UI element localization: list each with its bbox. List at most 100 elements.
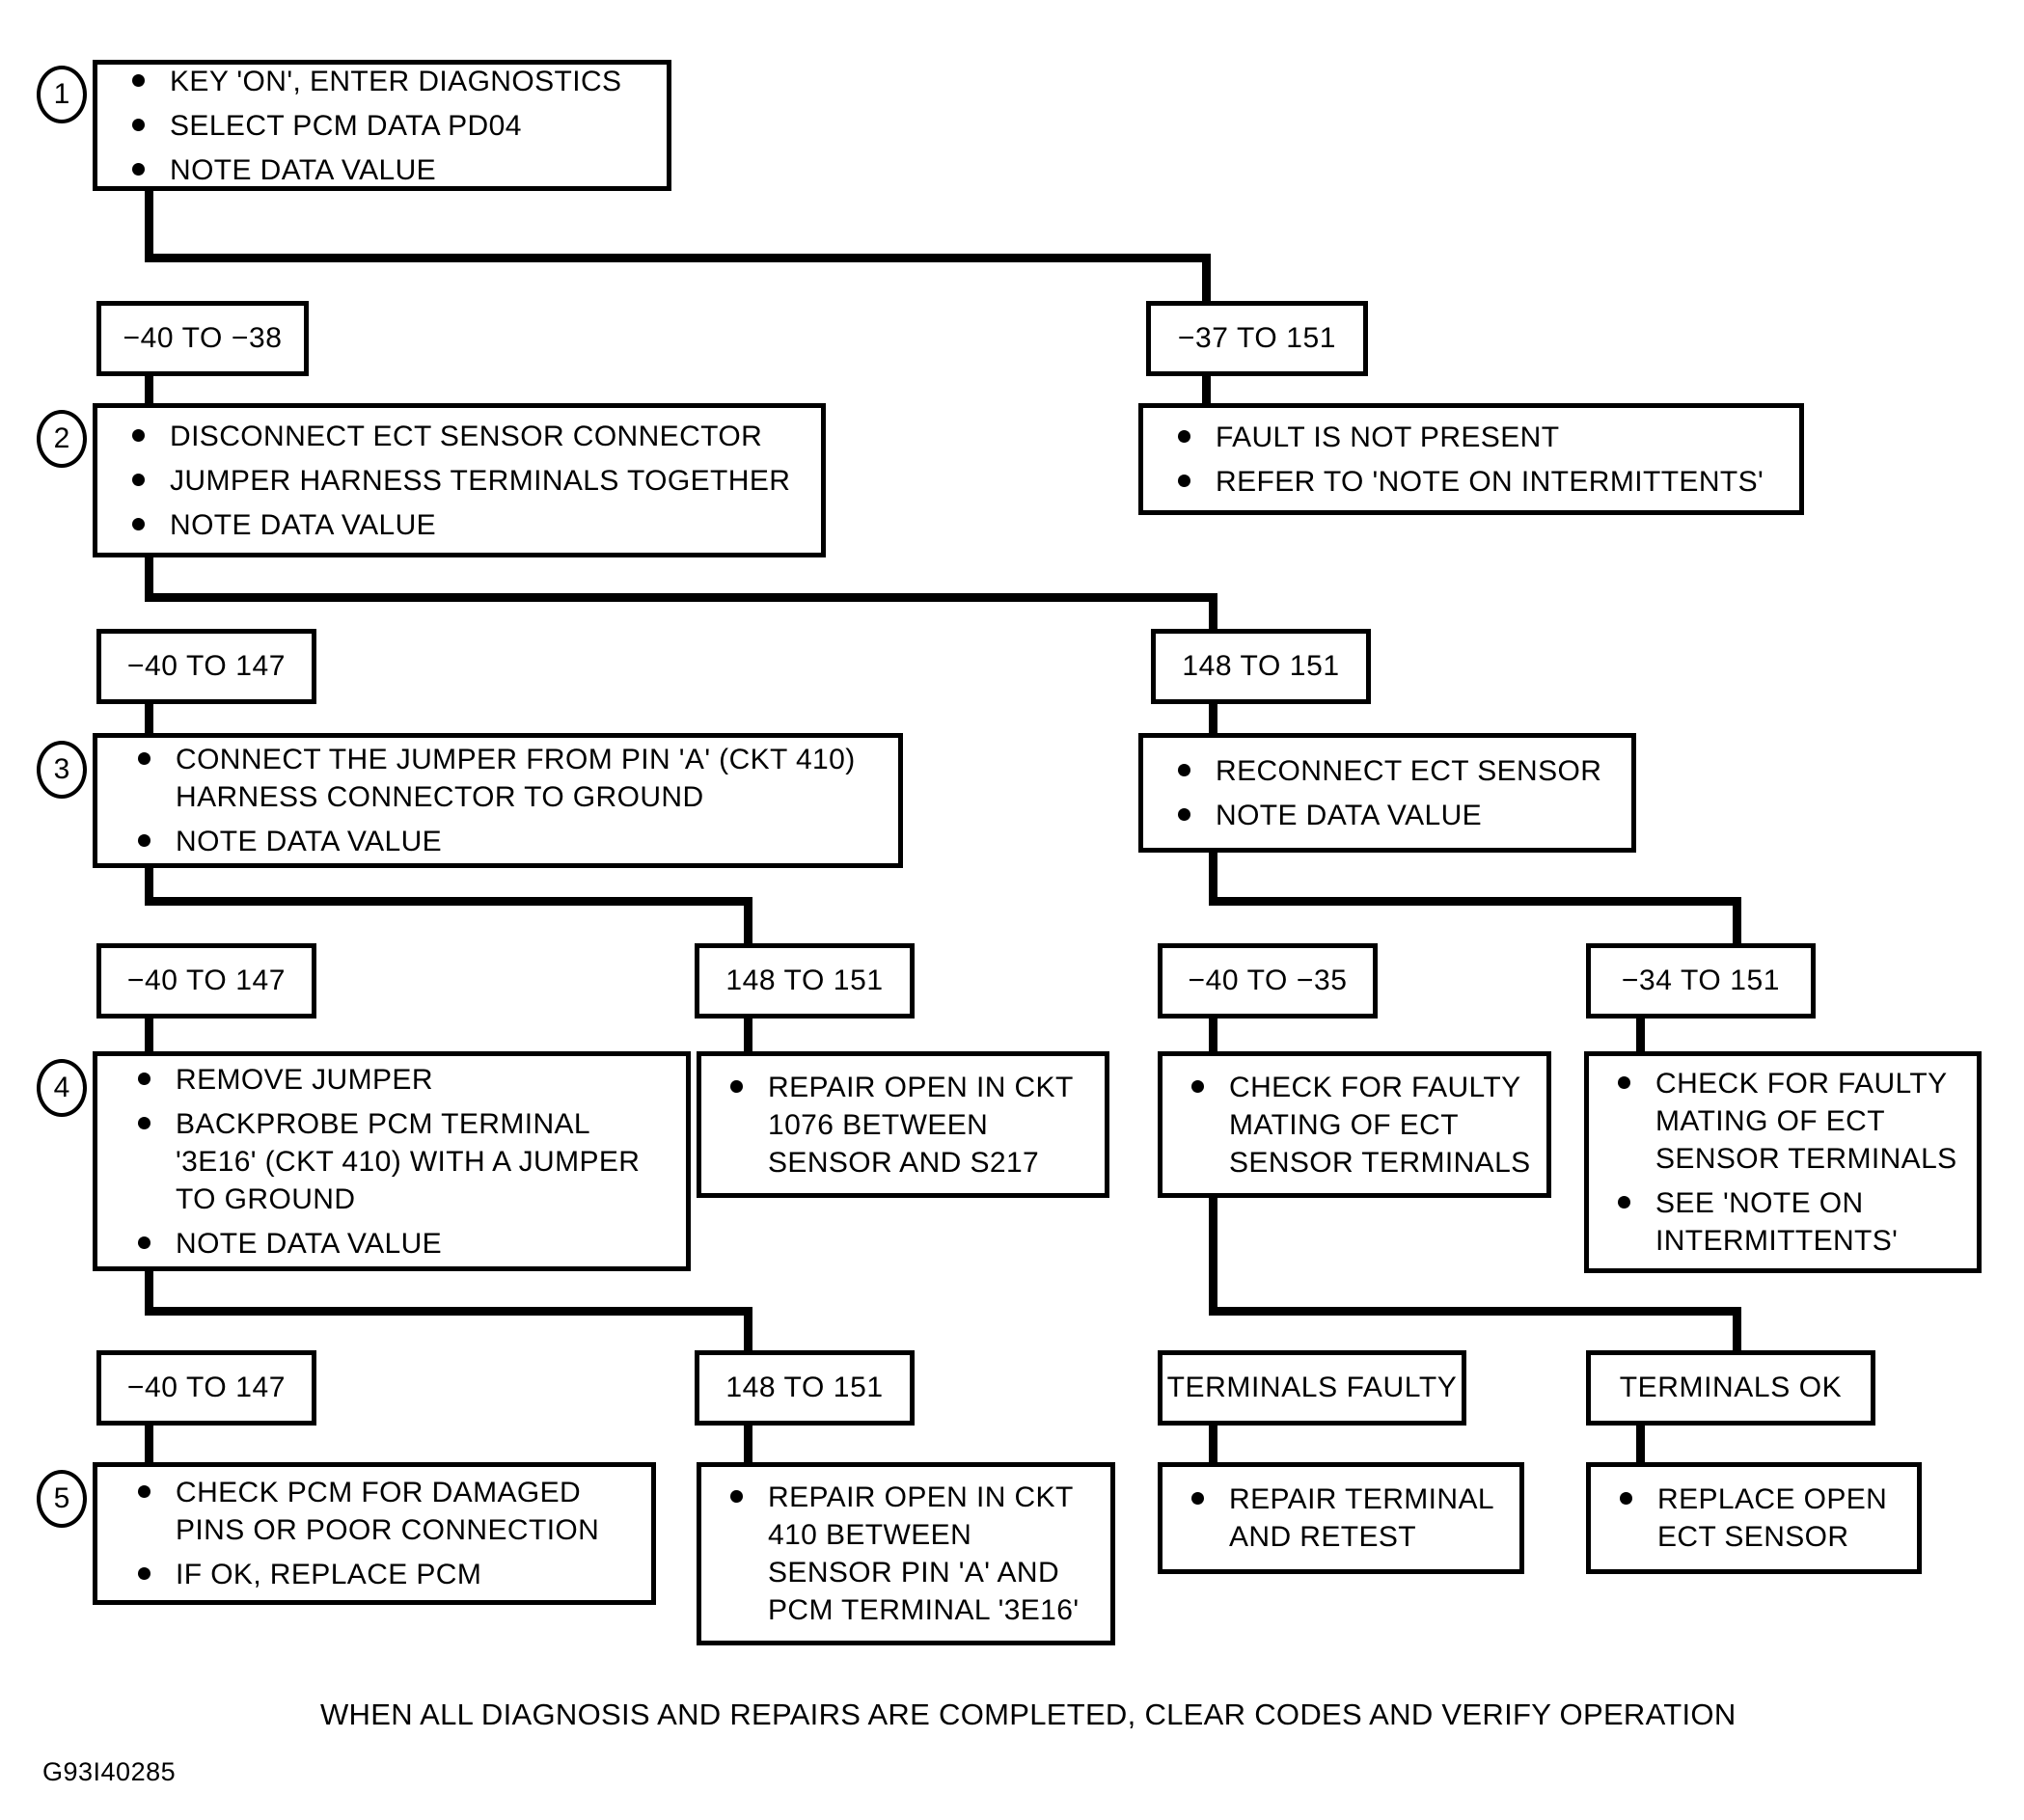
range-box-minus40-to-minus35: −40 TO −35 [1158, 943, 1378, 1019]
list-item: KEY 'ON', ENTER DIAGNOSTICS [132, 63, 667, 100]
bullet-icon [1618, 1196, 1630, 1209]
connector-vertical [145, 866, 153, 905]
range-box-minus40-to-147-step2: −40 TO 147 [96, 629, 316, 704]
bullet-icon [138, 1116, 150, 1129]
connector-vertical [1209, 1196, 1217, 1308]
list-item: REMOVE JUMPER [138, 1061, 686, 1099]
step-4-list: REMOVE JUMPER BACKPROBE PCM TERMINAL '3E… [138, 1061, 686, 1263]
range-box-minus40-to-minus38: −40 TO −38 [96, 301, 309, 376]
bullet-icon [138, 1485, 150, 1498]
step-3-box: CONNECT THE JUMPER FROM PIN 'A' (CKT 410… [93, 733, 903, 868]
range-box-148-to-151-step3: 148 TO 151 [695, 943, 915, 1019]
step-number-1: 1 [37, 66, 87, 123]
step-number-3: 3 [37, 741, 87, 799]
bullet-icon [138, 834, 150, 847]
step-1-box: KEY 'ON', ENTER DIAGNOSTICS SELECT PCM D… [93, 60, 671, 191]
connector-vertical [1202, 374, 1211, 409]
repair-ckt-1076-list: REPAIR OPEN IN CKT 1076 BETWEEN SENSOR A… [730, 1069, 1105, 1182]
repair-terminal-list: REPAIR TERMINAL AND RETEST [1191, 1480, 1519, 1556]
step-4-box: REMOVE JUMPER BACKPROBE PCM TERMINAL '3E… [93, 1051, 691, 1271]
check-faulty-mating-box-b: CHECK FOR FAULTY MATING OF ECT SENSOR TE… [1584, 1051, 1982, 1273]
replace-sensor-list: REPLACE OPEN ECT SENSOR [1620, 1480, 1917, 1556]
bullet-icon [1178, 429, 1190, 443]
connector-vertical [145, 374, 153, 409]
step-1-list: KEY 'ON', ENTER DIAGNOSTICS SELECT PCM D… [132, 63, 667, 189]
list-item: REPAIR OPEN IN CKT 410 BETWEEN SENSOR PI… [730, 1479, 1110, 1629]
step-number-4: 4 [37, 1059, 87, 1117]
connector-vertical [145, 1017, 153, 1053]
range-box-terminals-faulty: TERMINALS FAULTY [1158, 1350, 1466, 1426]
repair-ckt-410-list: REPAIR OPEN IN CKT 410 BETWEEN SENSOR PI… [730, 1479, 1110, 1629]
repair-open-ckt-1076-box: REPAIR OPEN IN CKT 1076 BETWEEN SENSOR A… [697, 1051, 1109, 1198]
list-item: SEE 'NOTE ON INTERMITTENTS' [1618, 1184, 1977, 1260]
list-item: CHECK FOR FAULTY MATING OF ECT SENSOR TE… [1191, 1069, 1546, 1182]
list-item: RECONNECT ECT SENSOR [1178, 752, 1631, 790]
connector-horizontal [1209, 1307, 1741, 1316]
connector-vertical [744, 1424, 752, 1462]
bullet-icon [730, 1490, 743, 1503]
connector-horizontal [145, 1307, 752, 1316]
bullet-icon [132, 428, 145, 442]
list-item: JUMPER HARNESS TERMINALS TOGETHER [132, 462, 821, 500]
repair-terminal-retest-box: REPAIR TERMINAL AND RETEST [1158, 1462, 1524, 1574]
connector-vertical [145, 189, 153, 262]
connector-vertical [1202, 254, 1211, 302]
list-item: CHECK PCM FOR DAMAGED PINS OR POOR CONNE… [138, 1474, 651, 1549]
bullet-icon [1178, 807, 1190, 821]
bullet-icon [138, 752, 150, 765]
connector-vertical [1209, 1017, 1217, 1053]
list-item: NOTE DATA VALUE [138, 1225, 686, 1263]
range-box-minus40-to-147-step4: −40 TO 147 [96, 1350, 316, 1426]
bullet-icon [132, 473, 145, 486]
bullet-icon [1620, 1492, 1632, 1505]
replace-ect-sensor-box: REPLACE OPEN ECT SENSOR [1586, 1462, 1922, 1574]
check-faulty-mating-box-a: CHECK FOR FAULTY MATING OF ECT SENSOR TE… [1158, 1051, 1551, 1198]
range-box-terminals-ok: TERMINALS OK [1586, 1350, 1875, 1426]
list-item: NOTE DATA VALUE [132, 151, 667, 189]
connector-vertical [1636, 1424, 1645, 1462]
bullet-icon [138, 1567, 150, 1580]
list-item: REFER TO 'NOTE ON INTERMITTENTS' [1178, 463, 1799, 501]
reconnect-ect-sensor-box: RECONNECT ECT SENSOR NOTE DATA VALUE [1138, 733, 1636, 853]
connector-horizontal [145, 254, 1211, 262]
connector-horizontal [1209, 897, 1741, 906]
connector-vertical [744, 1017, 752, 1053]
fault-not-present-list: FAULT IS NOT PRESENT REFER TO 'NOTE ON I… [1178, 419, 1799, 501]
bullet-icon [132, 73, 145, 87]
connector-vertical [145, 702, 153, 737]
fault-not-present-box: FAULT IS NOT PRESENT REFER TO 'NOTE ON I… [1138, 403, 1804, 515]
connector-vertical [1733, 897, 1741, 945]
list-item: REPLACE OPEN ECT SENSOR [1620, 1480, 1917, 1556]
bullet-icon [138, 1072, 150, 1085]
bullet-icon [132, 517, 145, 530]
list-item: NOTE DATA VALUE [1178, 797, 1631, 834]
range-box-minus40-to-147-step3: −40 TO 147 [96, 943, 316, 1019]
list-item: NOTE DATA VALUE [138, 823, 898, 860]
list-item: SELECT PCM DATA PD04 [132, 107, 667, 145]
bullet-icon [132, 118, 145, 131]
connector-vertical [1636, 1017, 1645, 1053]
connector-horizontal [145, 593, 1217, 602]
connector-vertical [1209, 1424, 1217, 1462]
bullet-icon [730, 1079, 743, 1093]
bullet-icon [1618, 1076, 1630, 1089]
step-2-box: DISCONNECT ECT SENSOR CONNECTOR JUMPER H… [93, 403, 826, 557]
list-item: CHECK FOR FAULTY MATING OF ECT SENSOR TE… [1618, 1065, 1977, 1178]
connector-vertical [744, 897, 752, 945]
list-item: DISCONNECT ECT SENSOR CONNECTOR [132, 418, 821, 455]
connector-vertical [145, 556, 153, 602]
range-box-148-to-151-step2: 148 TO 151 [1151, 629, 1371, 704]
bullet-icon [132, 162, 145, 176]
reference-code: G93I40285 [42, 1757, 177, 1786]
bullet-icon [1191, 1492, 1204, 1505]
bullet-icon [138, 1236, 150, 1249]
list-item: CONNECT THE JUMPER FROM PIN 'A' (CKT 410… [138, 741, 898, 816]
step-number-2: 2 [37, 410, 87, 468]
bullet-icon [1178, 474, 1190, 487]
connector-vertical [1733, 1307, 1741, 1353]
footer-note: WHEN ALL DIAGNOSIS AND REPAIRS ARE COMPL… [320, 1698, 1737, 1731]
check-mating-a-list: CHECK FOR FAULTY MATING OF ECT SENSOR TE… [1191, 1069, 1546, 1182]
connector-horizontal [145, 897, 752, 906]
list-item: BACKPROBE PCM TERMINAL '3E16' (CKT 410) … [138, 1105, 686, 1218]
